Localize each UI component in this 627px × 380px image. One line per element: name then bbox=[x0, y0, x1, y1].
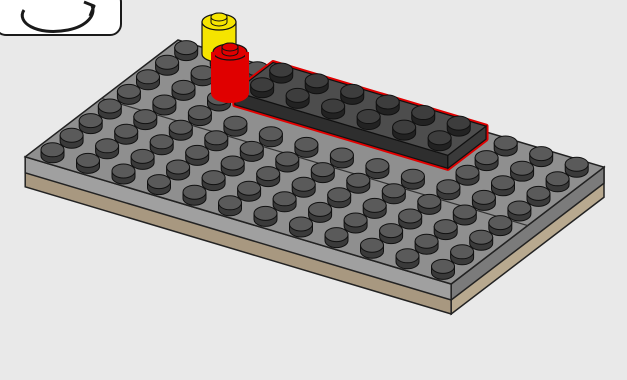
stud bbox=[295, 137, 318, 157]
stud bbox=[221, 156, 244, 176]
stud bbox=[115, 124, 138, 144]
stud bbox=[240, 141, 263, 161]
stud bbox=[325, 228, 348, 248]
stud bbox=[79, 114, 102, 134]
rotate-arrow-icon bbox=[0, 0, 122, 36]
stud bbox=[489, 216, 512, 236]
stud bbox=[447, 116, 470, 136]
stud bbox=[311, 163, 334, 183]
stud bbox=[396, 249, 419, 269]
stud bbox=[134, 110, 157, 130]
stud bbox=[437, 180, 460, 200]
stud bbox=[219, 196, 242, 216]
stud bbox=[399, 209, 422, 229]
stud bbox=[565, 157, 588, 177]
stud bbox=[259, 127, 282, 147]
stud bbox=[167, 160, 190, 180]
stud bbox=[276, 152, 299, 172]
stud bbox=[238, 181, 261, 201]
stud bbox=[330, 148, 353, 168]
stud bbox=[273, 192, 296, 212]
stud bbox=[492, 176, 515, 196]
stud bbox=[172, 80, 195, 100]
stud bbox=[451, 245, 474, 265]
stud bbox=[434, 220, 457, 240]
stud bbox=[401, 169, 424, 189]
stud bbox=[380, 224, 403, 244]
stud bbox=[148, 175, 171, 195]
stud bbox=[475, 151, 498, 171]
stud bbox=[347, 173, 370, 193]
stud bbox=[156, 55, 179, 75]
stud bbox=[286, 88, 309, 108]
stud bbox=[41, 143, 64, 163]
stud bbox=[254, 206, 277, 226]
stud bbox=[393, 120, 416, 140]
stud bbox=[137, 70, 160, 90]
stud bbox=[361, 238, 384, 258]
stud bbox=[412, 106, 435, 126]
stud bbox=[169, 120, 192, 140]
stud bbox=[472, 190, 495, 210]
stud bbox=[292, 177, 315, 197]
stud bbox=[270, 63, 293, 83]
stud bbox=[257, 167, 280, 187]
stud bbox=[202, 171, 225, 191]
stud bbox=[428, 131, 451, 151]
stud bbox=[112, 164, 135, 184]
stud bbox=[470, 230, 493, 250]
stud bbox=[418, 194, 441, 214]
stud bbox=[96, 139, 119, 159]
stud bbox=[382, 184, 405, 204]
stud bbox=[191, 66, 214, 86]
rotate-callout bbox=[0, 0, 122, 36]
stud bbox=[456, 165, 479, 185]
stud bbox=[366, 159, 389, 179]
stud bbox=[508, 201, 531, 221]
stud bbox=[153, 95, 176, 115]
stud bbox=[117, 84, 140, 104]
stud bbox=[309, 202, 332, 222]
stud bbox=[290, 217, 313, 237]
stud bbox=[453, 205, 476, 225]
stud bbox=[357, 110, 380, 130]
stud bbox=[432, 259, 455, 279]
stud bbox=[363, 198, 386, 218]
stud bbox=[205, 131, 228, 151]
stud bbox=[98, 99, 121, 119]
stud bbox=[527, 186, 550, 206]
stud bbox=[224, 116, 247, 136]
stud bbox=[376, 95, 399, 115]
stud bbox=[328, 188, 351, 208]
stud bbox=[186, 145, 209, 165]
stud bbox=[494, 136, 517, 156]
stud bbox=[183, 185, 206, 205]
stud bbox=[188, 106, 211, 126]
stud bbox=[546, 172, 569, 192]
red-round-stud bbox=[213, 43, 247, 101]
stud bbox=[60, 128, 83, 148]
stud bbox=[305, 74, 328, 94]
stud bbox=[131, 149, 154, 169]
stud bbox=[530, 147, 553, 167]
stud bbox=[415, 234, 438, 254]
stud bbox=[77, 153, 100, 173]
stud bbox=[344, 213, 367, 233]
stud bbox=[150, 135, 173, 155]
stud bbox=[341, 84, 364, 104]
stud bbox=[175, 41, 198, 61]
stud bbox=[322, 99, 345, 119]
stud bbox=[251, 78, 274, 98]
stud bbox=[511, 161, 534, 181]
